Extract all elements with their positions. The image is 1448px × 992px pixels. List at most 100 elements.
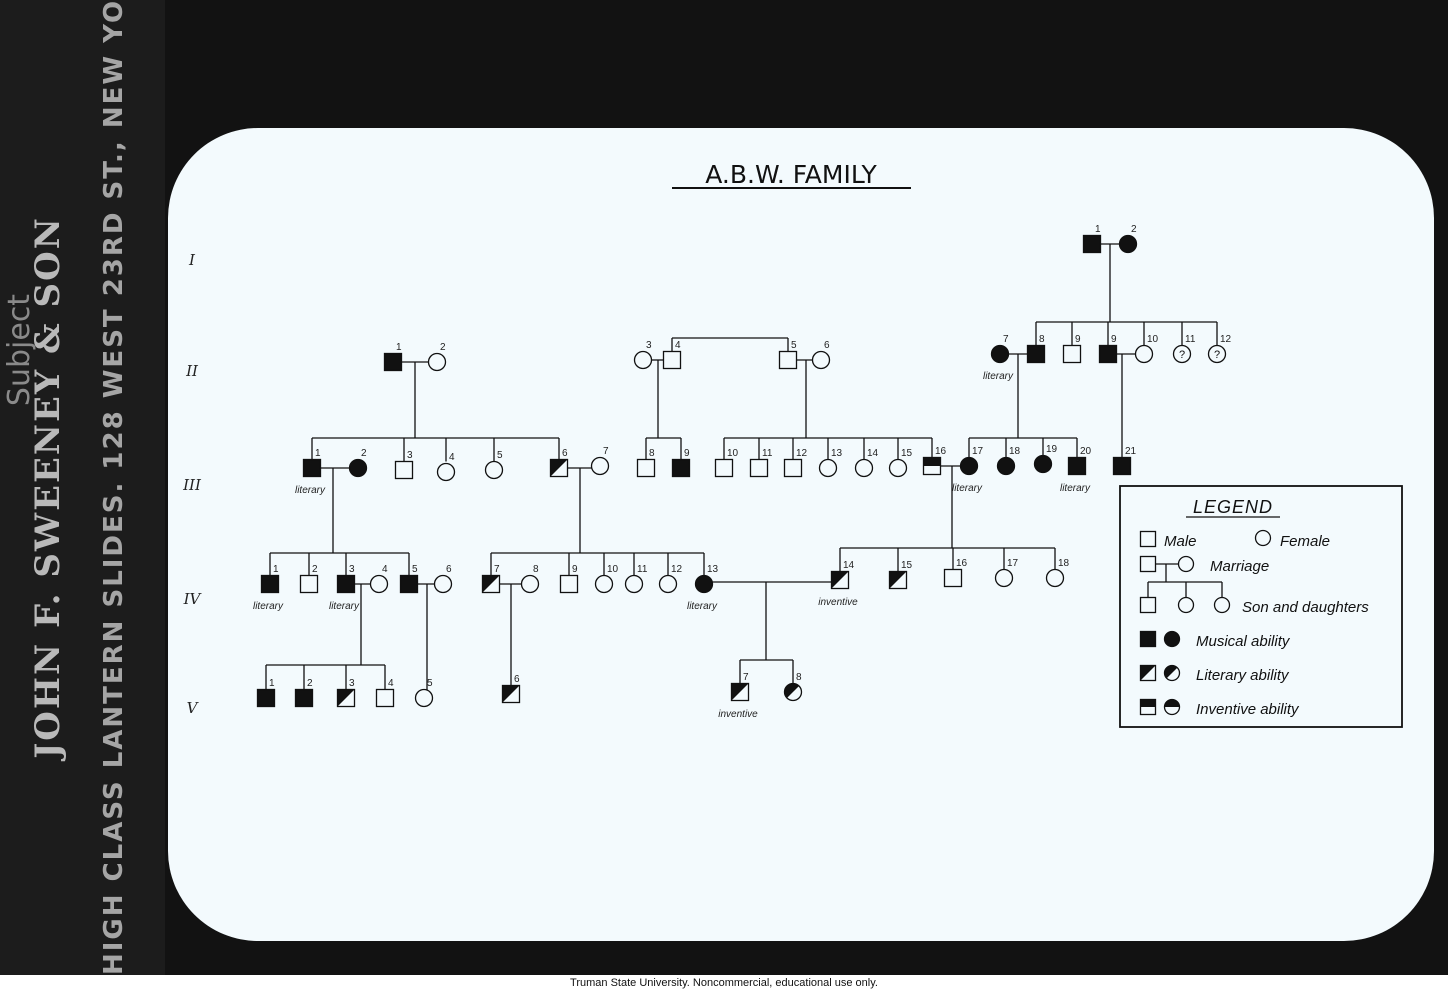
legend-musical-label: Musical ability (1196, 633, 1291, 650)
person-III-20 (1067, 456, 1087, 476)
person-number: 5 (427, 678, 433, 689)
person-IV-9 (559, 574, 579, 594)
person-III-13 (818, 458, 838, 478)
person-III-12 (783, 458, 803, 478)
legend-musical-female-symbol (1163, 630, 1181, 648)
person-number: 12 (671, 564, 683, 575)
person-number: 20 (1080, 446, 1092, 457)
person-I-1 (1082, 234, 1102, 254)
person-IV-2 (299, 574, 319, 594)
person-IV-7 (481, 574, 501, 594)
person-II-8 (1026, 344, 1046, 364)
person-II-4 (662, 350, 682, 370)
person-number: 8 (649, 448, 655, 459)
person-V-5 (414, 688, 434, 708)
person-number: 11 (637, 564, 648, 575)
person-number: 7 (494, 564, 500, 575)
person-IV-5 (399, 574, 419, 594)
generation-label: IV (183, 590, 203, 608)
legend-literary-male-symbol (1139, 664, 1157, 682)
person-number: 21 (1125, 446, 1137, 457)
svg-text:?: ? (1214, 349, 1220, 361)
person-II-2 (427, 352, 447, 372)
person-annotation: inventive (718, 709, 758, 720)
person-V-2 (294, 688, 314, 708)
person-number: 3 (407, 450, 413, 461)
page-title: A.B.W. FAMILY (705, 160, 877, 189)
person-number: 5 (791, 340, 797, 351)
person-number: 18 (1009, 446, 1021, 457)
person-number: 7 (743, 672, 749, 683)
person-III-11 (749, 458, 769, 478)
person-III-2 (348, 458, 368, 478)
person-number: 11 (1185, 334, 1196, 345)
person-IV-15 (888, 570, 908, 590)
person-number: 13 (831, 448, 843, 459)
person-number: 14 (843, 560, 855, 571)
person-number: 9 (572, 564, 578, 575)
person-II-7 (990, 344, 1010, 364)
legend-male-symbol (1139, 530, 1157, 548)
legend-box (1119, 485, 1403, 728)
person-number: 9 (684, 448, 690, 459)
person-II-9 (1062, 344, 1082, 364)
person-number: 3 (349, 678, 355, 689)
person-II-3 (633, 350, 653, 370)
person-number: 6 (824, 340, 830, 351)
person-IV-16 (943, 568, 963, 588)
person-III-9 (671, 458, 691, 478)
person-II-11: ? (1172, 344, 1192, 364)
person-number: 8 (1039, 334, 1045, 345)
person-annotation: inventive (818, 597, 858, 608)
person-III-3 (394, 460, 414, 480)
person-III-6 (549, 458, 569, 478)
person-V-1 (256, 688, 276, 708)
person-V-4 (375, 688, 395, 708)
person-number: 16 (956, 558, 968, 569)
person-IV-6 (433, 574, 453, 594)
person-III-16 (922, 456, 942, 476)
person-II-6 (811, 350, 831, 370)
person-V-3 (336, 688, 356, 708)
person-II-12: ? (1207, 344, 1227, 364)
person-number: 15 (901, 448, 913, 459)
person-III-18 (996, 456, 1016, 476)
legend-female-symbol (1254, 529, 1272, 547)
person-IV-11 (624, 574, 644, 594)
person-number: 2 (361, 448, 367, 459)
person-number: 7 (603, 446, 609, 457)
legend-marriage-label: Marriage (1210, 558, 1269, 575)
person-annotation: literary (329, 601, 360, 612)
person-number: 2 (307, 678, 313, 689)
pedigree-lines (265, 243, 1218, 690)
person-annotation: literary (952, 483, 983, 494)
person-II-10 (1134, 344, 1154, 364)
person-number: 3 (349, 564, 355, 575)
slide-label-strip: JOHN F. SWEENEY & SON HIGH CLASS LANTERN… (0, 0, 165, 975)
person-IV-12 (658, 574, 678, 594)
person-number: 6 (562, 448, 568, 459)
person-number: 8 (533, 564, 539, 575)
person-number: 18 (1058, 558, 1070, 569)
legend-inventive-female-symbol (1163, 698, 1181, 716)
legend-heading: LEGEND (1193, 497, 1273, 517)
person-IV-1 (260, 574, 280, 594)
person-number: 11 (762, 448, 773, 459)
person-III-19 (1033, 454, 1053, 474)
person-annotation: literary (983, 371, 1014, 382)
person-annotation: literary (687, 601, 718, 612)
person-number: 1 (1095, 224, 1101, 235)
person-IV-3 (336, 574, 356, 594)
legend-female-label: Female (1280, 533, 1330, 550)
person-IV-14 (830, 570, 850, 590)
person-III-10 (714, 458, 734, 478)
person-number: 2 (1131, 224, 1137, 235)
person-number: 1 (315, 448, 321, 459)
person-V-8 (783, 682, 803, 702)
person-number: 16 (935, 446, 947, 457)
person-number: 4 (388, 678, 394, 689)
person-IV-18 (1045, 568, 1065, 588)
person-III-21 (1112, 456, 1132, 476)
legend-children-label: Son and daughters (1242, 599, 1369, 616)
